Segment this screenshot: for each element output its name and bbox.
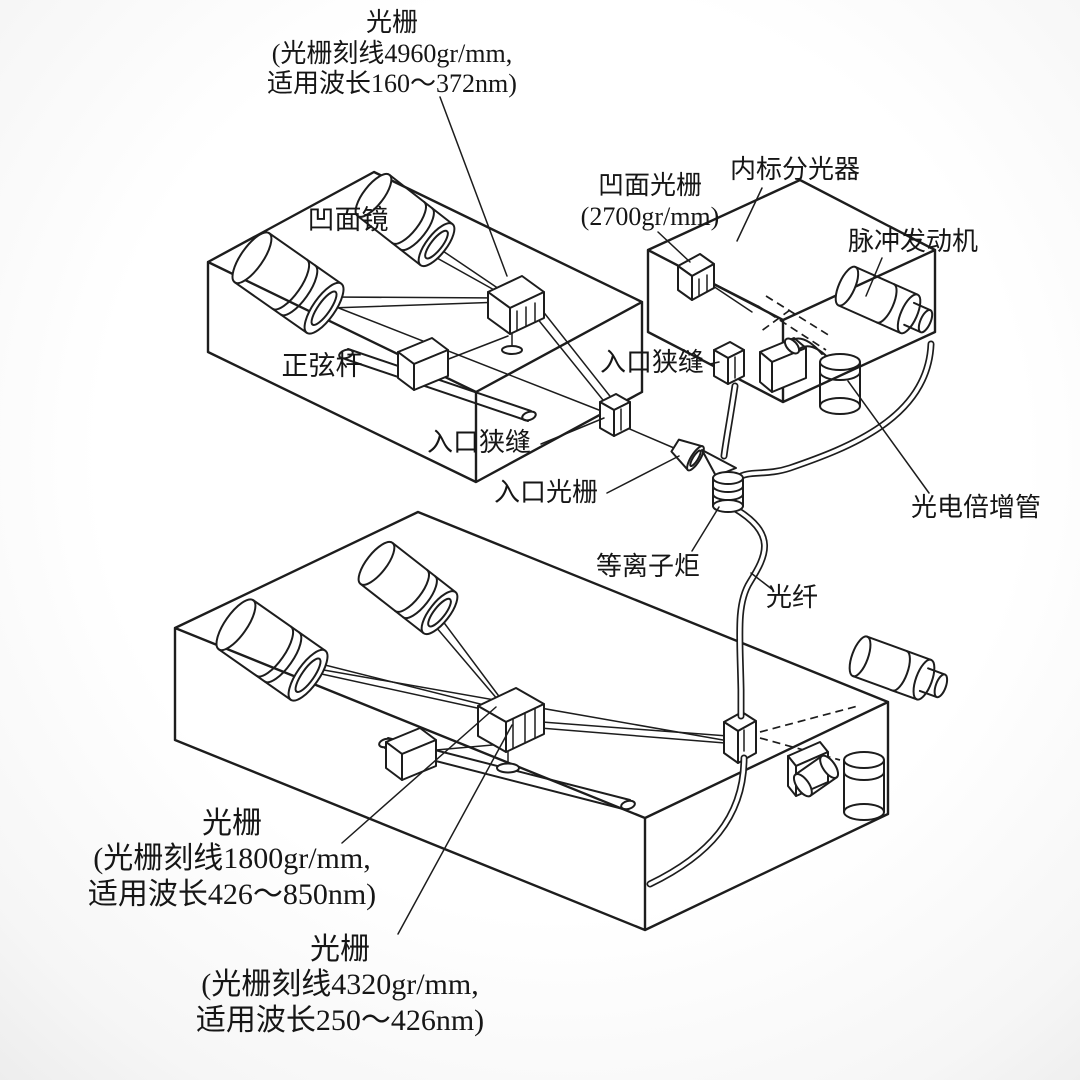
- label-plasma-torch: 等离子炬: [596, 552, 700, 583]
- leader-grating-lower-1: [341, 706, 497, 844]
- leader-concave-grating: [657, 231, 691, 263]
- label-optical-fiber: 光纤: [766, 583, 818, 614]
- label-concave-grating: 凹面光栅 (2700gr/mm): [581, 171, 720, 232]
- leader-slit-upper: [709, 361, 720, 365]
- label-entrance-slit-upper: 入口狭缝: [600, 348, 704, 379]
- lens-face: [686, 445, 705, 472]
- label-entrance-slit-main: 入口狭缝: [427, 428, 531, 459]
- sine-bar: [338, 335, 537, 422]
- label-grating-lower-first: 光栅 (光栅刻线1800gr/mm, 适用波长426～850nm): [88, 806, 376, 912]
- label-entrance-grating: 入口光栅: [494, 478, 598, 509]
- label-line: 适用波长250～426nm): [195, 1003, 485, 1037]
- plasma-torch: [701, 449, 744, 513]
- leader-plasma-torch: [691, 506, 720, 552]
- detector-box: [759, 337, 807, 393]
- label-internal-standard: 内标分光器: [730, 155, 860, 186]
- label-line: 光电倍增管: [910, 493, 1042, 522]
- entrance-slit-upper: [713, 341, 745, 385]
- label-line: 光栅: [201, 807, 262, 840]
- leader-slit-main: [540, 417, 605, 445]
- sine-bar-bracket: [397, 337, 449, 391]
- mirror-back: [231, 231, 273, 285]
- concave-mirror-left-lowerbox: [215, 598, 329, 702]
- optical-fibers: [646, 340, 935, 888]
- leader-grating-lower-2: [397, 724, 513, 935]
- entrance-optics: [670, 438, 705, 472]
- sine-bar-bracket: [385, 727, 437, 781]
- label-line: 入口狭缝: [599, 348, 705, 377]
- exit-slit-lower: [723, 711, 757, 764]
- label-line: 光栅: [309, 933, 370, 966]
- label-line: 光栅: [365, 8, 419, 37]
- label-line: 内标分光器: [729, 155, 861, 184]
- label-line: 适用波长160～372nm): [267, 69, 517, 99]
- label-pulse-motor: 脉冲发动机: [848, 227, 978, 258]
- internal-standard-box: [646, 178, 937, 415]
- leader-internal-standard: [736, 187, 763, 242]
- mirror-face: [417, 222, 456, 268]
- label-line: 适用波长426～850nm): [87, 877, 377, 911]
- label-line: 等离子炬: [595, 552, 701, 581]
- photomultiplier-cluster-lower: [787, 741, 885, 821]
- leader-entrance-grating: [606, 455, 680, 494]
- label-line: 脉冲发动机: [847, 227, 979, 256]
- fiber-torch-to-lower-box: [730, 504, 768, 720]
- concave-mirror-upper: [354, 172, 456, 268]
- leader-pmt: [847, 380, 930, 494]
- light-rays: [326, 244, 675, 449]
- label-line: (光栅刻线4960gr/mm,: [271, 38, 513, 68]
- leader-lines: [341, 96, 930, 935]
- echelle-grating-upper: [487, 275, 545, 355]
- label-line: 凹面光栅: [597, 171, 702, 200]
- label-sine-bar: 正弦杆: [282, 351, 363, 383]
- label-line: 光纤: [765, 583, 819, 612]
- label-line: 入口狭缝: [426, 428, 532, 457]
- lower-spectrometer-box: [173, 510, 949, 932]
- label-line: (光栅刻线4320gr/mm,: [201, 968, 479, 1002]
- entrance-slit-main: [599, 393, 631, 437]
- label-line: 正弦杆: [281, 351, 363, 381]
- photomultiplier-tube: [783, 337, 861, 415]
- leader-grating-top: [439, 96, 508, 277]
- concave-mirror-left: [231, 231, 345, 335]
- label-concave-mirror: 凹面镜: [308, 205, 389, 237]
- leader-optical-fiber: [750, 572, 774, 591]
- label-photomultiplier: 光电倍增管: [911, 493, 1041, 524]
- box-outline: [173, 510, 890, 932]
- label-line: 凹面镜: [307, 205, 389, 235]
- label-line: (光栅刻线1800gr/mm,: [93, 842, 371, 876]
- pulse-motor: [834, 265, 934, 335]
- drive-motor-lower: [848, 635, 949, 701]
- concave-grating: [677, 253, 715, 301]
- label-line: (2700gr/mm): [580, 201, 720, 231]
- upper-spectrometer-box: [206, 170, 675, 484]
- box-outline: [206, 170, 644, 484]
- concave-mirror-upper-lowerbox: [357, 540, 459, 636]
- label-grating-lower-second: 光栅 (光栅刻线4320gr/mm, 适用波长250～426nm): [196, 932, 484, 1038]
- double-grating-lower: [477, 687, 545, 774]
- mirror-face: [303, 281, 345, 335]
- leader-pulse-motor: [865, 257, 883, 297]
- label-line: 入口光栅: [493, 478, 599, 507]
- label-grating-top: 光栅 (光栅刻线4960gr/mm, 适用波长160～372nm): [267, 8, 517, 100]
